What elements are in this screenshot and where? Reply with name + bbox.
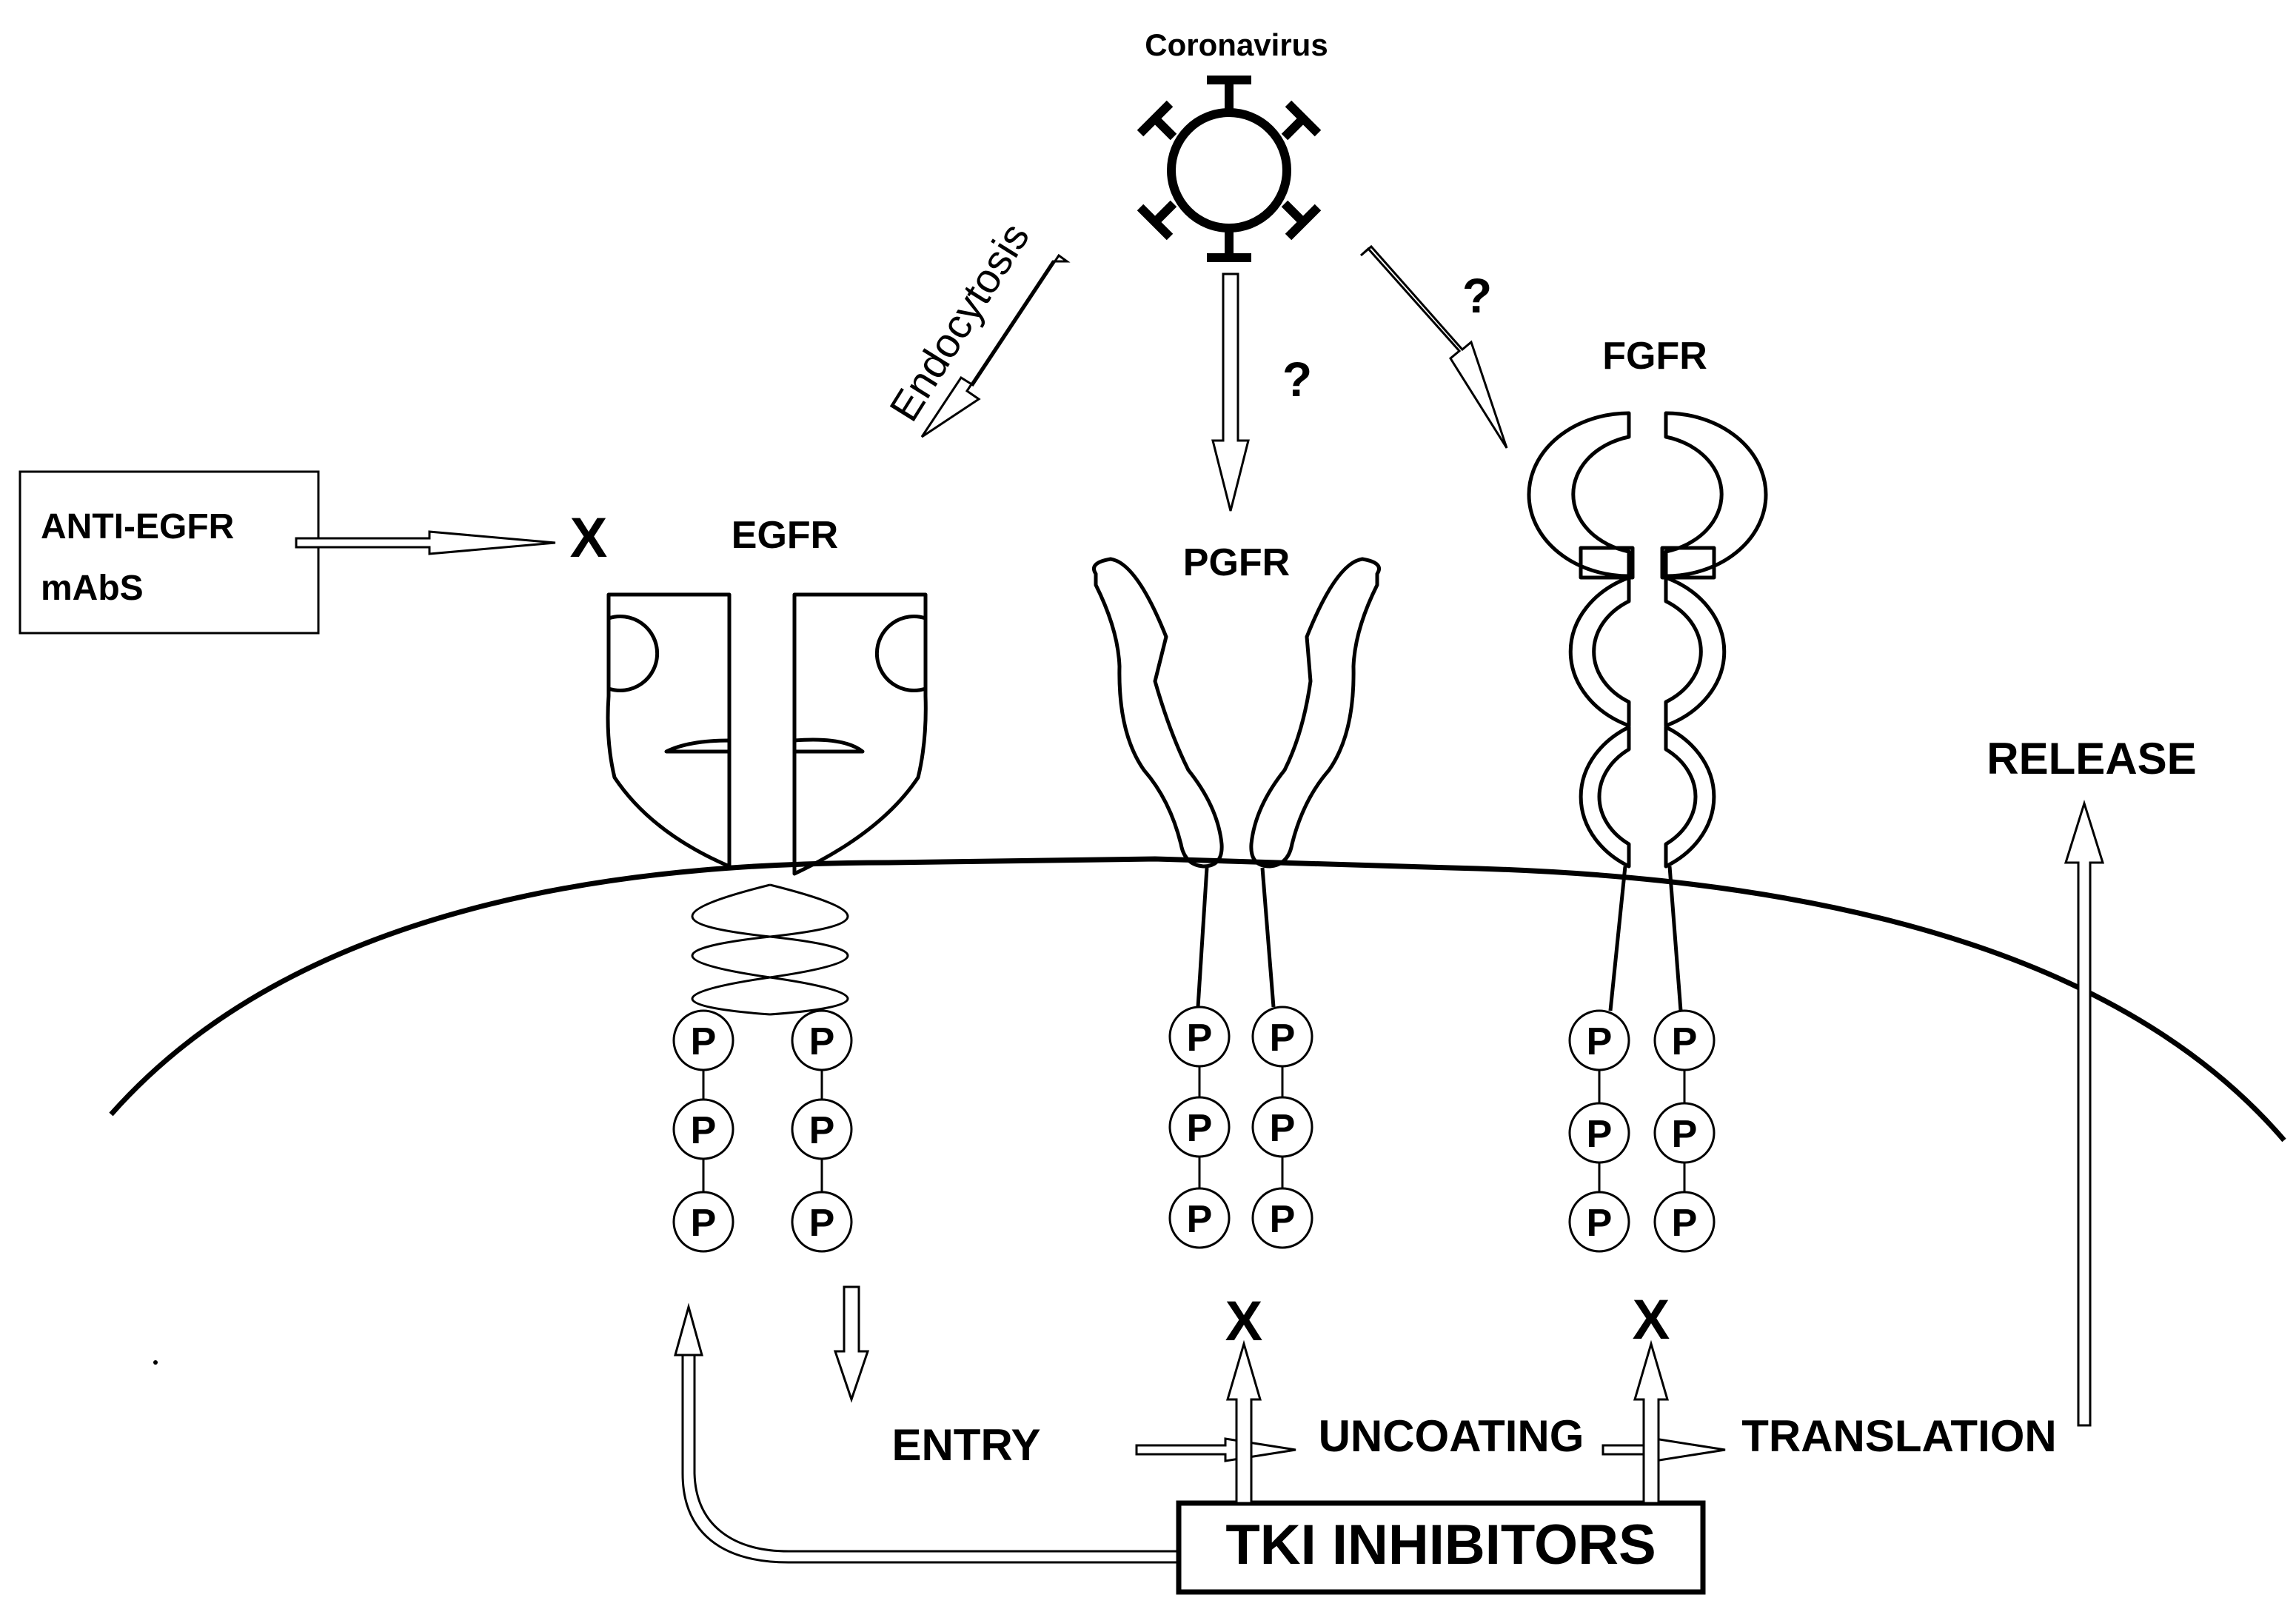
phospho-label: P — [1270, 1017, 1296, 1060]
phospho-label: P — [691, 1109, 717, 1152]
phospho-label: P — [809, 1202, 835, 1245]
fgfr-label: FGFR — [1602, 335, 1707, 378]
arrow-to-fgfr — [1359, 244, 1508, 449]
arrow-tki-to-egfr — [674, 1302, 1179, 1564]
phospho-label: P — [1672, 1020, 1698, 1063]
anti-egfr-line1: ANTI-EGFR — [41, 507, 234, 546]
block-mark-egfr: X — [570, 506, 608, 569]
step-release: RELEASE — [1987, 734, 2196, 783]
fgfr-phosphate-columns: P P P P P P — [1568, 1009, 1716, 1253]
pgfr-label: PGFR — [1183, 541, 1290, 584]
phospho-label: P — [1672, 1202, 1698, 1245]
speck — [153, 1360, 158, 1365]
pgfr-receptor — [1092, 557, 1381, 1008]
arrow-entry-to-uncoating — [1135, 1437, 1296, 1462]
tki-inhibitors-box — [1176, 1500, 1706, 1595]
phospho-label: P — [809, 1109, 835, 1152]
arrow-to-pgfr — [1211, 272, 1250, 512]
phospho-label: P — [1270, 1107, 1296, 1150]
phospho-label: P — [691, 1020, 717, 1063]
anti-egfr-box — [19, 470, 320, 635]
question-mark-fgfr: ? — [1462, 268, 1492, 323]
phospho-label: P — [1587, 1202, 1613, 1245]
egfr-receptor — [606, 592, 928, 1016]
arrow-uncoating-to-translation — [1601, 1437, 1726, 1462]
coronavirus-label: Coronavirus — [1145, 27, 1328, 62]
egfr-label: EGFR — [732, 514, 838, 557]
pgfr-phosphate-columns: P P P P P P — [1168, 1006, 1313, 1249]
coronavirus-icon — [1137, 76, 1322, 262]
arrow-anti-egfr — [295, 530, 556, 555]
phospho-label: P — [1270, 1198, 1296, 1241]
arrow-tki-to-fgfr — [1633, 1339, 1670, 1505]
anti-egfr-line2: mAbS — [41, 569, 144, 608]
fgfr-receptor — [1527, 411, 1768, 1011]
phospho-label: P — [691, 1202, 717, 1245]
step-uncoating: UNCOATING — [1319, 1411, 1584, 1461]
question-mark-pgfr: ? — [1282, 352, 1312, 407]
egfr-phosphate-columns: P P P P P P — [672, 1009, 853, 1253]
phospho-label: P — [809, 1020, 835, 1063]
phospho-label: P — [1587, 1113, 1613, 1156]
phospho-label: P — [1672, 1113, 1698, 1156]
arrow-tki-to-pgfr — [1225, 1339, 1262, 1505]
tki-inhibitors-label: TKI INHIBITORS — [1225, 1513, 1656, 1576]
step-entry: ENTRY — [891, 1420, 1040, 1470]
arrow-to-release — [2064, 799, 2105, 1427]
step-translation: TRANSLATION — [1741, 1411, 2057, 1461]
phospho-label: P — [1587, 1020, 1613, 1063]
phospho-label: P — [1187, 1017, 1213, 1060]
cell-membrane — [109, 856, 2286, 1143]
arrow-to-entry — [833, 1285, 870, 1403]
phospho-label: P — [1187, 1107, 1213, 1150]
arrow-endocytosis — [920, 253, 1071, 438]
phospho-label: P — [1187, 1198, 1213, 1241]
